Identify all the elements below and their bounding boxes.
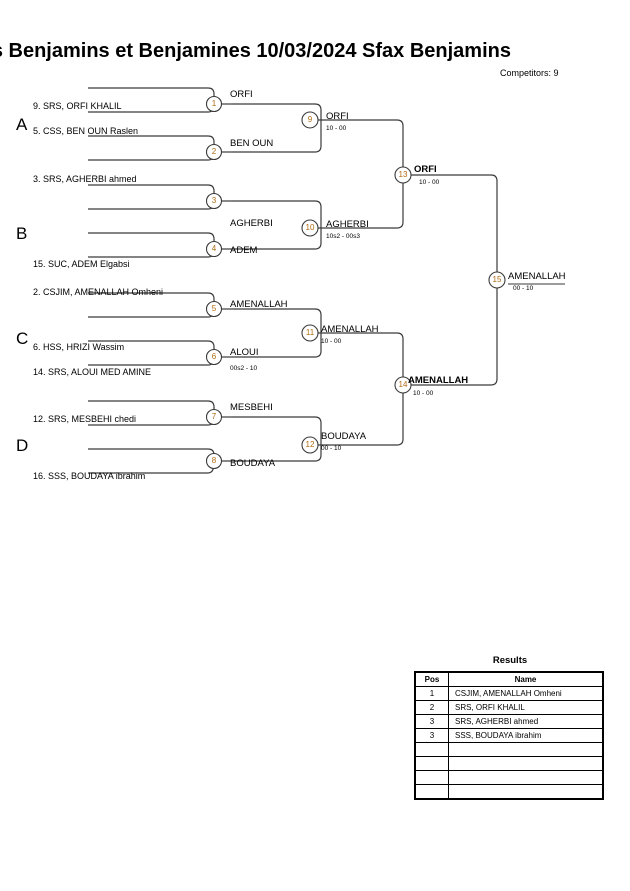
table-row: 3 SRS, AGHERBI ahmed (414, 714, 604, 729)
match-number: 9 (307, 115, 313, 124)
entrant-name: 15. SUC, ADEM Elgabsi (33, 259, 130, 269)
results-table: Pos Name 1 CSJIM, AMENALLAH Omheni 2 SRS… (414, 671, 604, 800)
group-label-b: B (16, 224, 28, 243)
competitors-count: Competitors: 9 (500, 68, 559, 78)
entrant-name: 16. SSS, BOUDAYA ibrahim (33, 471, 146, 481)
match-number: 13 (398, 170, 408, 179)
match-winner: ORFI (414, 164, 437, 175)
match-number: 8 (211, 456, 217, 465)
column-header-pos: Pos (414, 671, 449, 687)
match-score: 10s2 - 00s3 (326, 233, 360, 240)
result-pos: 2 (414, 700, 449, 715)
match-number: 14 (398, 380, 408, 389)
match-winner: BEN OUN (230, 138, 274, 149)
match-number: 12 (305, 440, 315, 449)
result-name: CSJIM, AMENALLAH Omheni (448, 686, 604, 701)
table-header-row: Pos Name (414, 671, 604, 687)
match-number: 15 (492, 275, 502, 284)
match-winner: BOUDAYA (230, 458, 276, 469)
result-pos (414, 756, 449, 771)
table-row (414, 742, 604, 757)
result-name: SSS, BOUDAYA ibrahim (448, 728, 604, 743)
match-score: 10 - 00 (419, 179, 440, 186)
entrant-name: 14. SRS, ALOUI MED AMINE (33, 367, 152, 377)
result-name (448, 770, 604, 785)
entrant-name: 2. CSJIM, AMENALLAH Omheni (33, 287, 164, 297)
match-winner: AGHERBI (230, 218, 273, 229)
result-pos (414, 770, 449, 785)
page-title: Tournoi des Benjamins et Benjamines 10/0… (0, 40, 511, 62)
match-number: 2 (211, 147, 217, 156)
match-score: 00 - 10 (321, 445, 342, 452)
result-pos (414, 784, 449, 800)
table-row: 2 SRS, ORFI KHALIL (414, 700, 604, 715)
result-name (448, 784, 604, 800)
results-panel: Results Pos Name 1 CSJIM, AMENALLAH Omhe… (414, 655, 606, 800)
table-row (414, 756, 604, 771)
match-number: 10 (305, 223, 315, 232)
match-number: 4 (211, 244, 217, 253)
column-header-name: Name (448, 671, 604, 687)
results-title: Results (492, 655, 528, 666)
match-number: 6 (211, 352, 217, 361)
group-label-c: C (16, 329, 29, 348)
result-name (448, 756, 604, 771)
match-number: 7 (211, 412, 217, 421)
match-number: 1 (211, 99, 217, 108)
result-name (448, 742, 604, 757)
match-winner: AMENALLAH (230, 299, 288, 310)
table-row: 3 SSS, BOUDAYA ibrahim (414, 728, 604, 743)
group-label-d: D (16, 436, 29, 455)
result-pos (414, 742, 449, 757)
result-name: SRS, ORFI KHALIL (448, 700, 604, 715)
result-pos: 3 (414, 714, 449, 729)
match-winner: ORFI (326, 111, 349, 122)
entrant-name: 6. HSS, HRIZI Wassim (33, 342, 125, 352)
match-winner: ORFI (230, 89, 253, 100)
match-winner: AGHERBI (326, 219, 369, 230)
match-winner: MESBEHI (230, 402, 273, 413)
match-score: 10 - 00 (326, 125, 347, 132)
entrant-name: 3. SRS, AGHERBI ahmed (33, 174, 137, 184)
match-winner: ALOUI (230, 347, 259, 358)
table-row: 1 CSJIM, AMENALLAH Omheni (414, 686, 604, 701)
result-name: SRS, AGHERBI ahmed (448, 714, 604, 729)
match-score: 10 - 00 (321, 338, 342, 345)
match-score: 00s2 - 10 (230, 365, 258, 372)
table-row (414, 770, 604, 785)
entrant-name: 5. CSS, BEN OUN Raslen (33, 126, 139, 136)
match-winner: BOUDAYA (321, 431, 367, 442)
entrant-name: 9. SRS, ORFI KHALIL (33, 101, 122, 111)
match-winner: AMENALLAH (321, 324, 379, 335)
match-winner: ADEM (230, 245, 258, 256)
match-number: 5 (211, 304, 217, 313)
result-pos: 3 (414, 728, 449, 743)
group-label-a: A (16, 115, 28, 134)
match-number: 11 (305, 328, 315, 337)
match-winner: AMENALLAH (508, 271, 566, 282)
match-score: 10 - 00 (413, 390, 434, 397)
entrant-name: 12. SRS, MESBEHI chedi (33, 414, 137, 424)
match-winner: AMENALLAH (408, 375, 469, 386)
match-score: 00 - 10 (513, 285, 534, 292)
table-row (414, 784, 604, 800)
result-pos: 1 (414, 686, 449, 701)
match-number: 3 (211, 196, 217, 205)
